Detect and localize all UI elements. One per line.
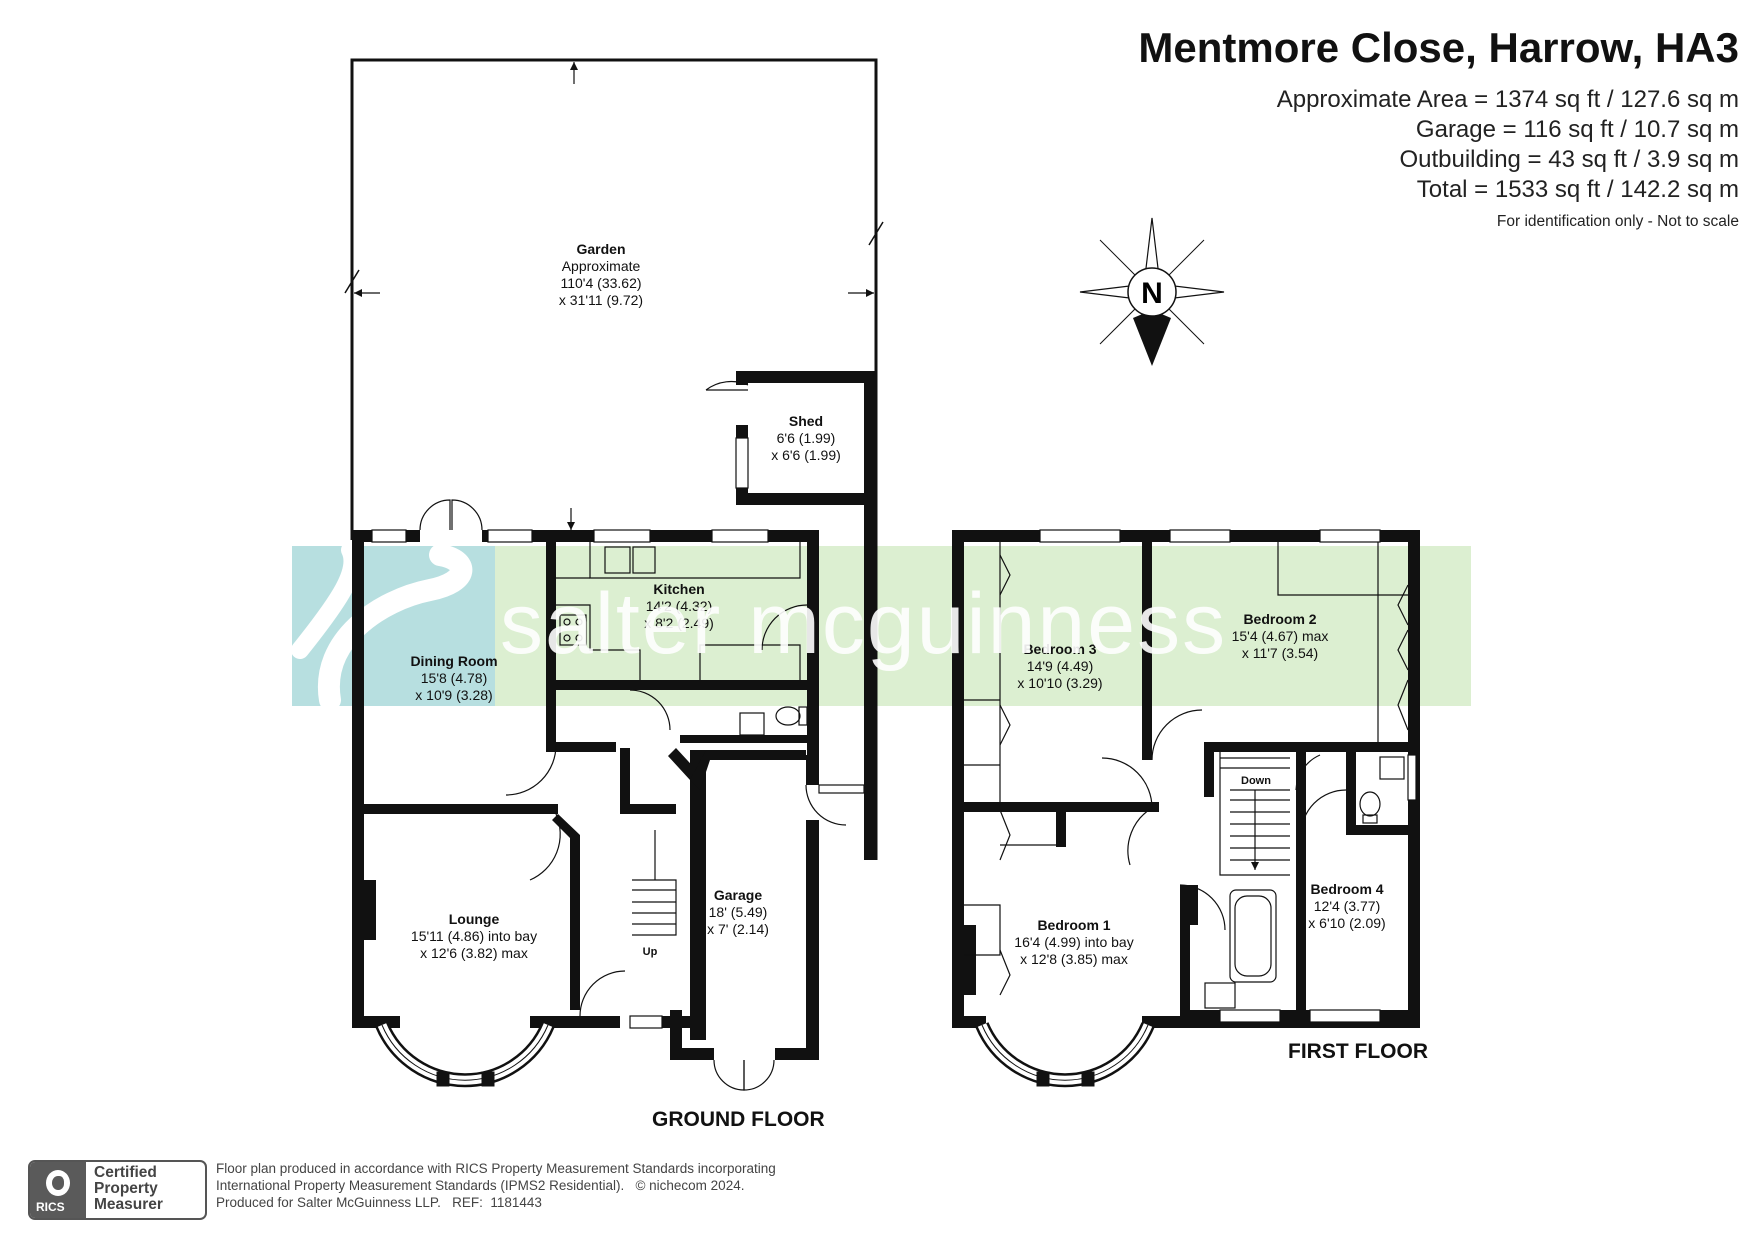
kitchen-dim-1: 14'2 (4.32)	[646, 598, 713, 614]
garden-dim-1: Approximate	[562, 258, 641, 274]
shed-dim-2: x 6'6 (1.99)	[771, 447, 841, 463]
footer-line-2: International Property Measurement Stand…	[216, 1178, 745, 1193]
lounge-name: Lounge	[449, 911, 500, 927]
lounge-dim-1: 15'11 (4.86) into bay	[411, 928, 537, 944]
dining-dim-1: 15'8 (4.78)	[421, 670, 488, 686]
ground-floor-openings	[371, 499, 865, 1091]
rics-badge-brand: RICS	[36, 1200, 65, 1214]
bedroom2-name: Bedroom 2	[1243, 611, 1316, 627]
first-floor-openings	[1039, 529, 1417, 1023]
shed-dim-1: 6'6 (1.99)	[777, 430, 836, 446]
scale-note: For identification only - Not to scale	[1496, 213, 1739, 230]
bathroom-fittings	[1204, 756, 1405, 1009]
kitchen-fittings	[556, 542, 808, 736]
footer-line-3: Produced for Salter McGuinness LLP. REF:…	[216, 1195, 542, 1210]
bedroom2-dim-2: x 11'7 (3.54)	[1242, 645, 1318, 661]
footer-line-1: Floor plan produced in accordance with R…	[216, 1161, 776, 1176]
bedroom1-name: Bedroom 1	[1037, 917, 1110, 933]
rics-badge-mark: RICS	[30, 1162, 86, 1218]
lounge-dim-2: x 12'6 (3.82) max	[420, 945, 528, 961]
first-floor-walls	[952, 530, 1420, 1028]
stairs-down-label: Down	[1241, 775, 1271, 787]
dining-name: Dining Room	[410, 653, 497, 669]
watermark-logo	[291, 541, 1471, 711]
property-title: Mentmore Close, Harrow, HA3	[1138, 24, 1739, 71]
lounge-bay-window	[375, 1022, 555, 1088]
garden-dim-3: x 31'11 (9.72)	[559, 292, 643, 308]
kitchen-name: Kitchen	[653, 581, 704, 597]
bedroom2-dim-1: 15'4 (4.67) max	[1232, 628, 1329, 644]
garden-name: Garden	[576, 241, 625, 257]
bedroom3-dim-2: x 10'10 (3.29)	[1017, 675, 1102, 691]
watermark-wordmark: salter mcguinness	[500, 576, 1228, 672]
north-compass: N	[1079, 217, 1225, 366]
bedroom1-bay-window	[975, 1022, 1155, 1088]
bedroom1-dim-1: 16'4 (4.99) into bay	[1014, 934, 1133, 950]
garage-name: Garage	[714, 887, 762, 903]
shed-walls	[705, 371, 876, 505]
bedroom3-name: Bedroom 3	[1023, 641, 1096, 657]
bedroom4-dim-2: x 6'10 (2.09)	[1308, 915, 1385, 931]
bedroom4-dim-1: 12'4 (3.77)	[1314, 898, 1381, 914]
garage-dim-1: 18' (5.49)	[709, 904, 768, 920]
first-floor-label: FIRST FLOOR	[1288, 1040, 1428, 1063]
wardrobe-doors	[964, 542, 1409, 996]
ground-floor-label: GROUND FLOOR	[652, 1108, 825, 1131]
bedroom4-name: Bedroom 4	[1310, 881, 1383, 897]
stairs-up-label: Up	[643, 946, 658, 958]
approximate-area: Approximate Area = 1374 sq ft / 127.6 sq…	[1276, 86, 1739, 113]
bedroom1-dim-2: x 12'8 (3.85) max	[1020, 951, 1128, 967]
garden-dim-2: 110'4 (33.62)	[560, 275, 641, 291]
garage-dim-2: x 7' (2.14)	[707, 921, 769, 937]
shed-name: Shed	[789, 413, 823, 429]
dining-dim-2: x 10'9 (3.28)	[415, 687, 492, 703]
rics-lion-icon	[46, 1170, 70, 1196]
outbuilding-area: Outbuilding = 43 sq ft / 3.9 sq m	[1399, 146, 1739, 173]
compass-letter: N	[1141, 277, 1163, 310]
ground-stairs	[632, 830, 677, 936]
kitchen-dim-2: x 8'2 (2.49)	[644, 615, 714, 631]
rics-badge-text: Certified Property Measurer	[94, 1164, 163, 1213]
bedroom3-dim-1: 14'9 (4.49)	[1027, 658, 1094, 674]
rics-badge: RICS Certified Property Measurer	[28, 1160, 207, 1220]
first-floor-stairs	[1219, 752, 1290, 876]
footer-notes: Floor plan produced in accordance with R…	[216, 1160, 776, 1211]
garage-area: Garage = 116 sq ft / 10.7 sq m	[1415, 116, 1739, 143]
total-area: Total = 1533 sq ft / 142.2 sq m	[1416, 176, 1739, 203]
